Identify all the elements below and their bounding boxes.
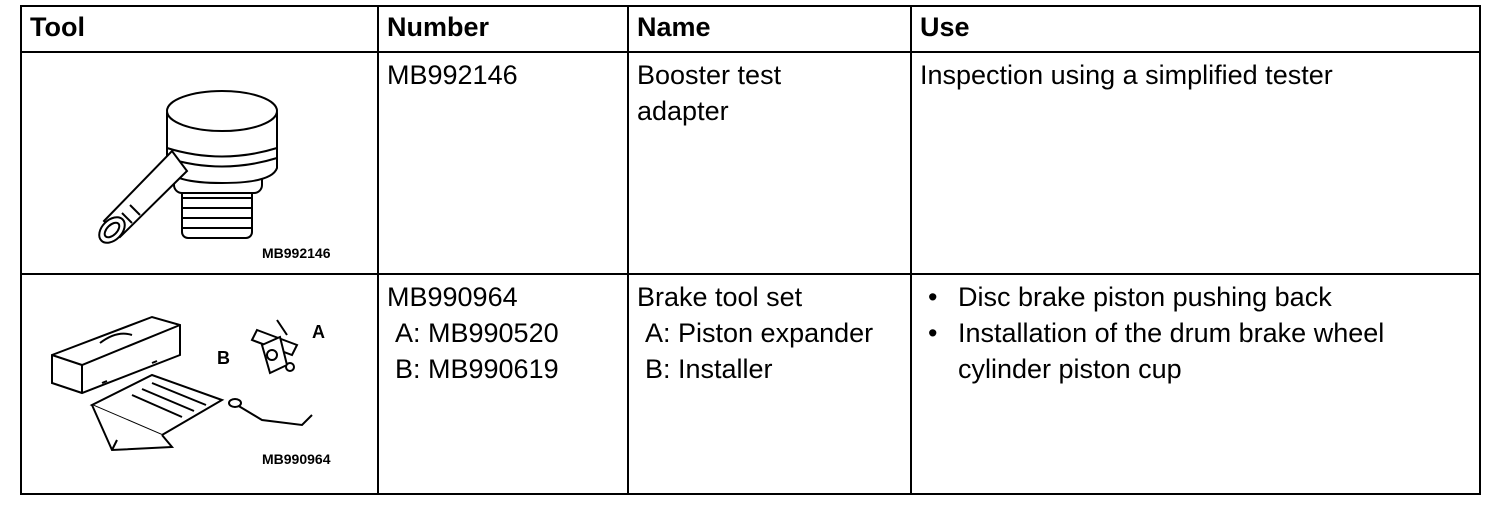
use-cell: Inspection using a simplified tester (910, 51, 1481, 275)
booster-adapter-icon (98, 90, 278, 244)
header-number: Number (377, 5, 629, 53)
figure-label: MB992146 (262, 245, 331, 261)
list-item: •Disc brake piston pushing back (928, 282, 1332, 312)
brake-tool-set-illustration: A B MB990964 (22, 275, 377, 493)
number-cell: MB990964 A: MB990520 B: MB990619 (377, 273, 629, 495)
tool-cell: MB992146 (20, 51, 379, 275)
use-cell: •Disc brake piston pushing back •Install… (910, 273, 1481, 495)
header-name: Name (627, 5, 912, 53)
number-cell: MB992146 (377, 51, 629, 275)
header-tool: Tool (20, 5, 379, 53)
figure-label: MB990964 (262, 451, 331, 467)
brake-tool-set-icon (51, 315, 313, 452)
tool-cell: A B MB990964 (20, 273, 379, 495)
name-cell: Brake tool set A: Piston expander B: Ins… (627, 273, 912, 495)
table-row: A B MB990964 MB990964 A: MB990520 B: MB9… (20, 273, 1481, 495)
callout-b: B (217, 348, 230, 368)
header-use: Use (910, 5, 1481, 53)
name-cell: Booster test adapter (627, 51, 912, 275)
callout-a: A (312, 322, 325, 342)
special-tools-table: Tool Number Name Use (20, 5, 1481, 495)
use-list: •Disc brake piston pushing back •Install… (912, 275, 1479, 387)
booster-adapter-illustration: MB992146 (22, 53, 377, 273)
header-row: Tool Number Name Use (20, 5, 1481, 53)
table-row: MB992146 MB992146 Booster test adapter I… (20, 51, 1481, 275)
